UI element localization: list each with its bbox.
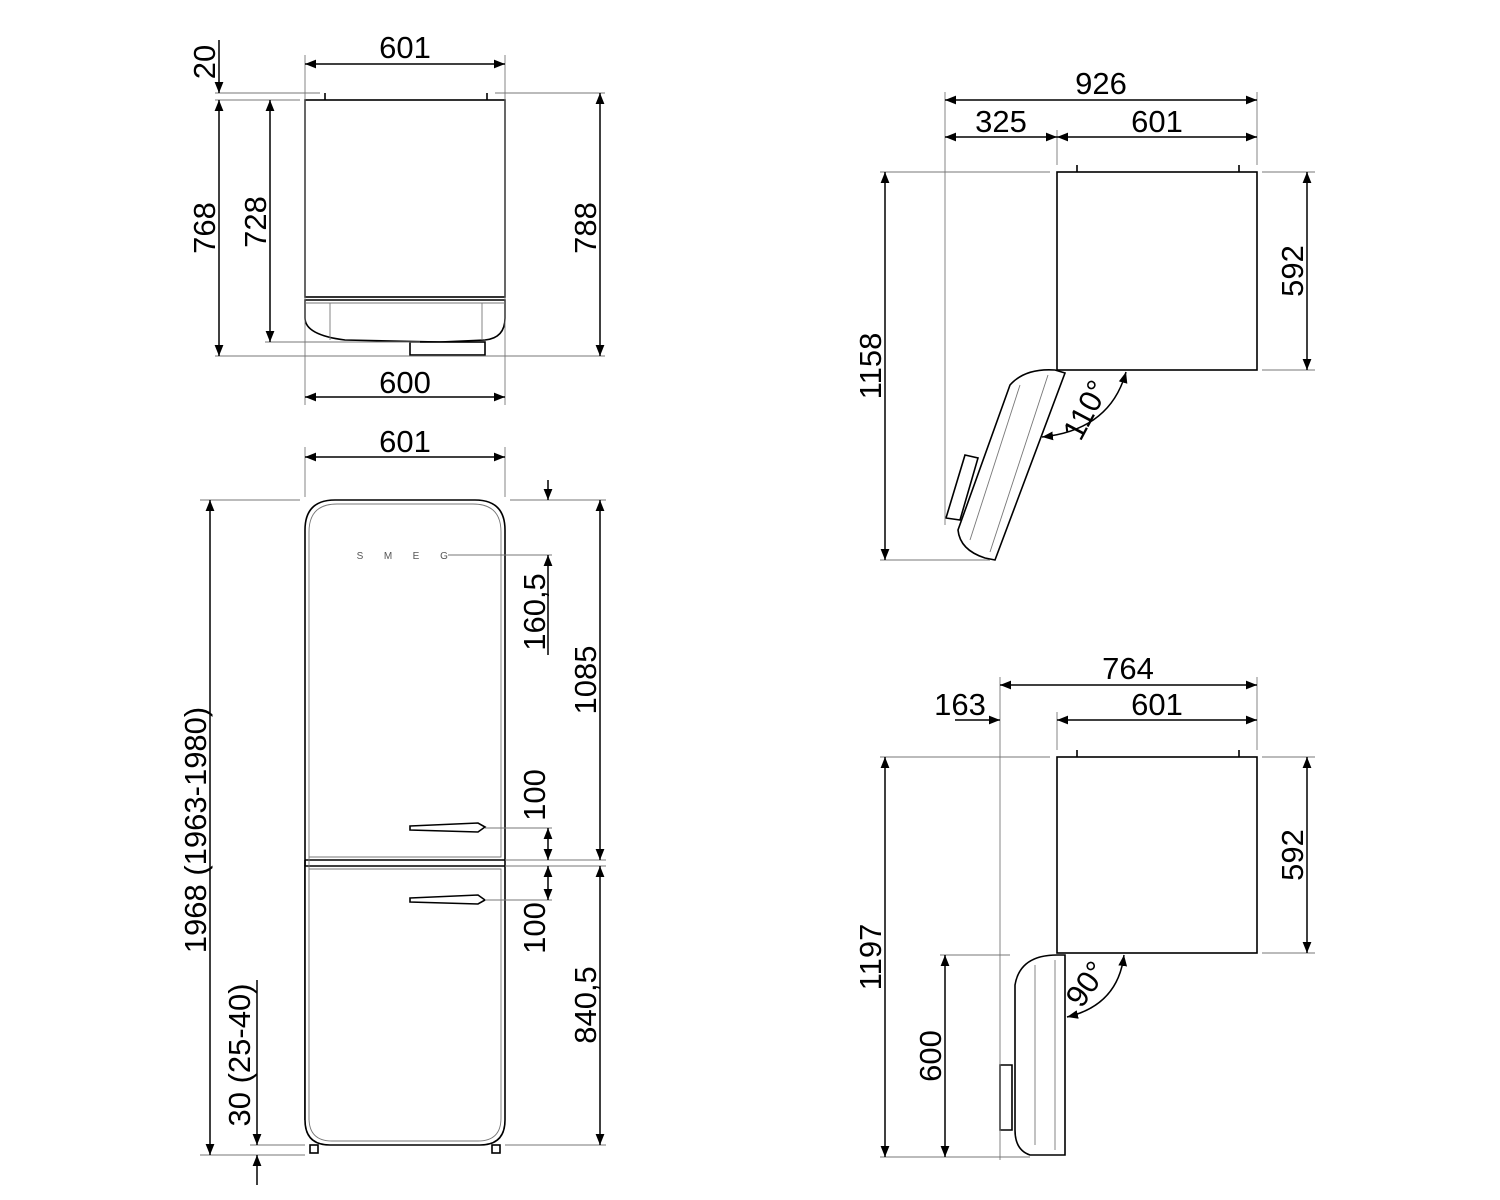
lower-handle (409, 894, 487, 905)
dim-total-height: 1968 (1963-1980) (178, 707, 213, 953)
svg-text:G: G (440, 551, 448, 562)
dim-open-depth-90: 1197 (853, 924, 888, 991)
dim-depth-768: 768 (187, 202, 222, 254)
angle-arc-110 (1041, 371, 1128, 441)
fridge-body-side-110 (1056, 171, 1258, 371)
fridge-body-side-90 (1056, 756, 1258, 954)
dim-feet-height: 20 (187, 45, 222, 79)
angle-110: 110° (1056, 375, 1116, 446)
dim-open-depth-110: 1158 (853, 333, 888, 400)
dim-door-swing-110: 325 (975, 104, 1027, 139)
door-top (304, 299, 506, 343)
dim-door-swing-90: 163 (934, 687, 986, 722)
dim-total-width-110: 926 (1075, 66, 1127, 101)
dim-lower-door: 840,5 (568, 966, 603, 1044)
svg-text:S: S (357, 551, 364, 562)
side-view-110: 926 325 601 592 1158 110° (853, 66, 1315, 561)
door-open-90 (1014, 954, 1066, 1156)
top-view: 601 20 768 728 788 600 (187, 30, 605, 405)
dim-handle-upper: 100 (517, 769, 552, 821)
dim-body-width-110: 601 (1131, 104, 1183, 139)
handle-top (409, 341, 486, 356)
dim-body-width-90: 601 (1131, 687, 1183, 722)
dim-depth-728: 728 (238, 196, 273, 248)
dim-depth-788: 788 (568, 202, 603, 254)
upper-door (304, 499, 506, 1120)
svg-text:M: M (384, 551, 392, 562)
fridge-body-top (304, 99, 506, 298)
door-open-110 (957, 368, 1067, 561)
front-view: S M E G 601 1968 (1963-1980) 30 (25-40) … (178, 424, 606, 1185)
handle-open-90 (999, 1064, 1013, 1131)
svg-text:E: E (413, 551, 420, 562)
lower-door (304, 865, 506, 1146)
dim-handle-lower: 100 (517, 902, 552, 954)
dim-front-width: 601 (379, 424, 431, 459)
dim-logo-offset: 160,5 (517, 573, 552, 651)
angle-arc-90 (1066, 954, 1128, 1019)
smeg-logo: S M E G (357, 551, 448, 562)
dim-upper-door: 1085 (568, 646, 603, 715)
handle-open-110 (944, 454, 980, 521)
dim-door-depth-90: 600 (913, 1030, 948, 1082)
dim-depth-90: 592 (1275, 829, 1310, 881)
dim-depth-110: 592 (1275, 245, 1310, 297)
dim-width-bottom: 600 (379, 365, 431, 400)
side-view-90: 764 163 601 592 1197 600 90° (853, 651, 1315, 1160)
dim-total-width-90: 764 (1102, 651, 1154, 686)
upper-handle (409, 822, 487, 833)
angle-90: 90° (1059, 955, 1115, 1013)
dim-width-top: 601 (379, 30, 431, 65)
dim-feet: 30 (25-40) (222, 983, 257, 1126)
